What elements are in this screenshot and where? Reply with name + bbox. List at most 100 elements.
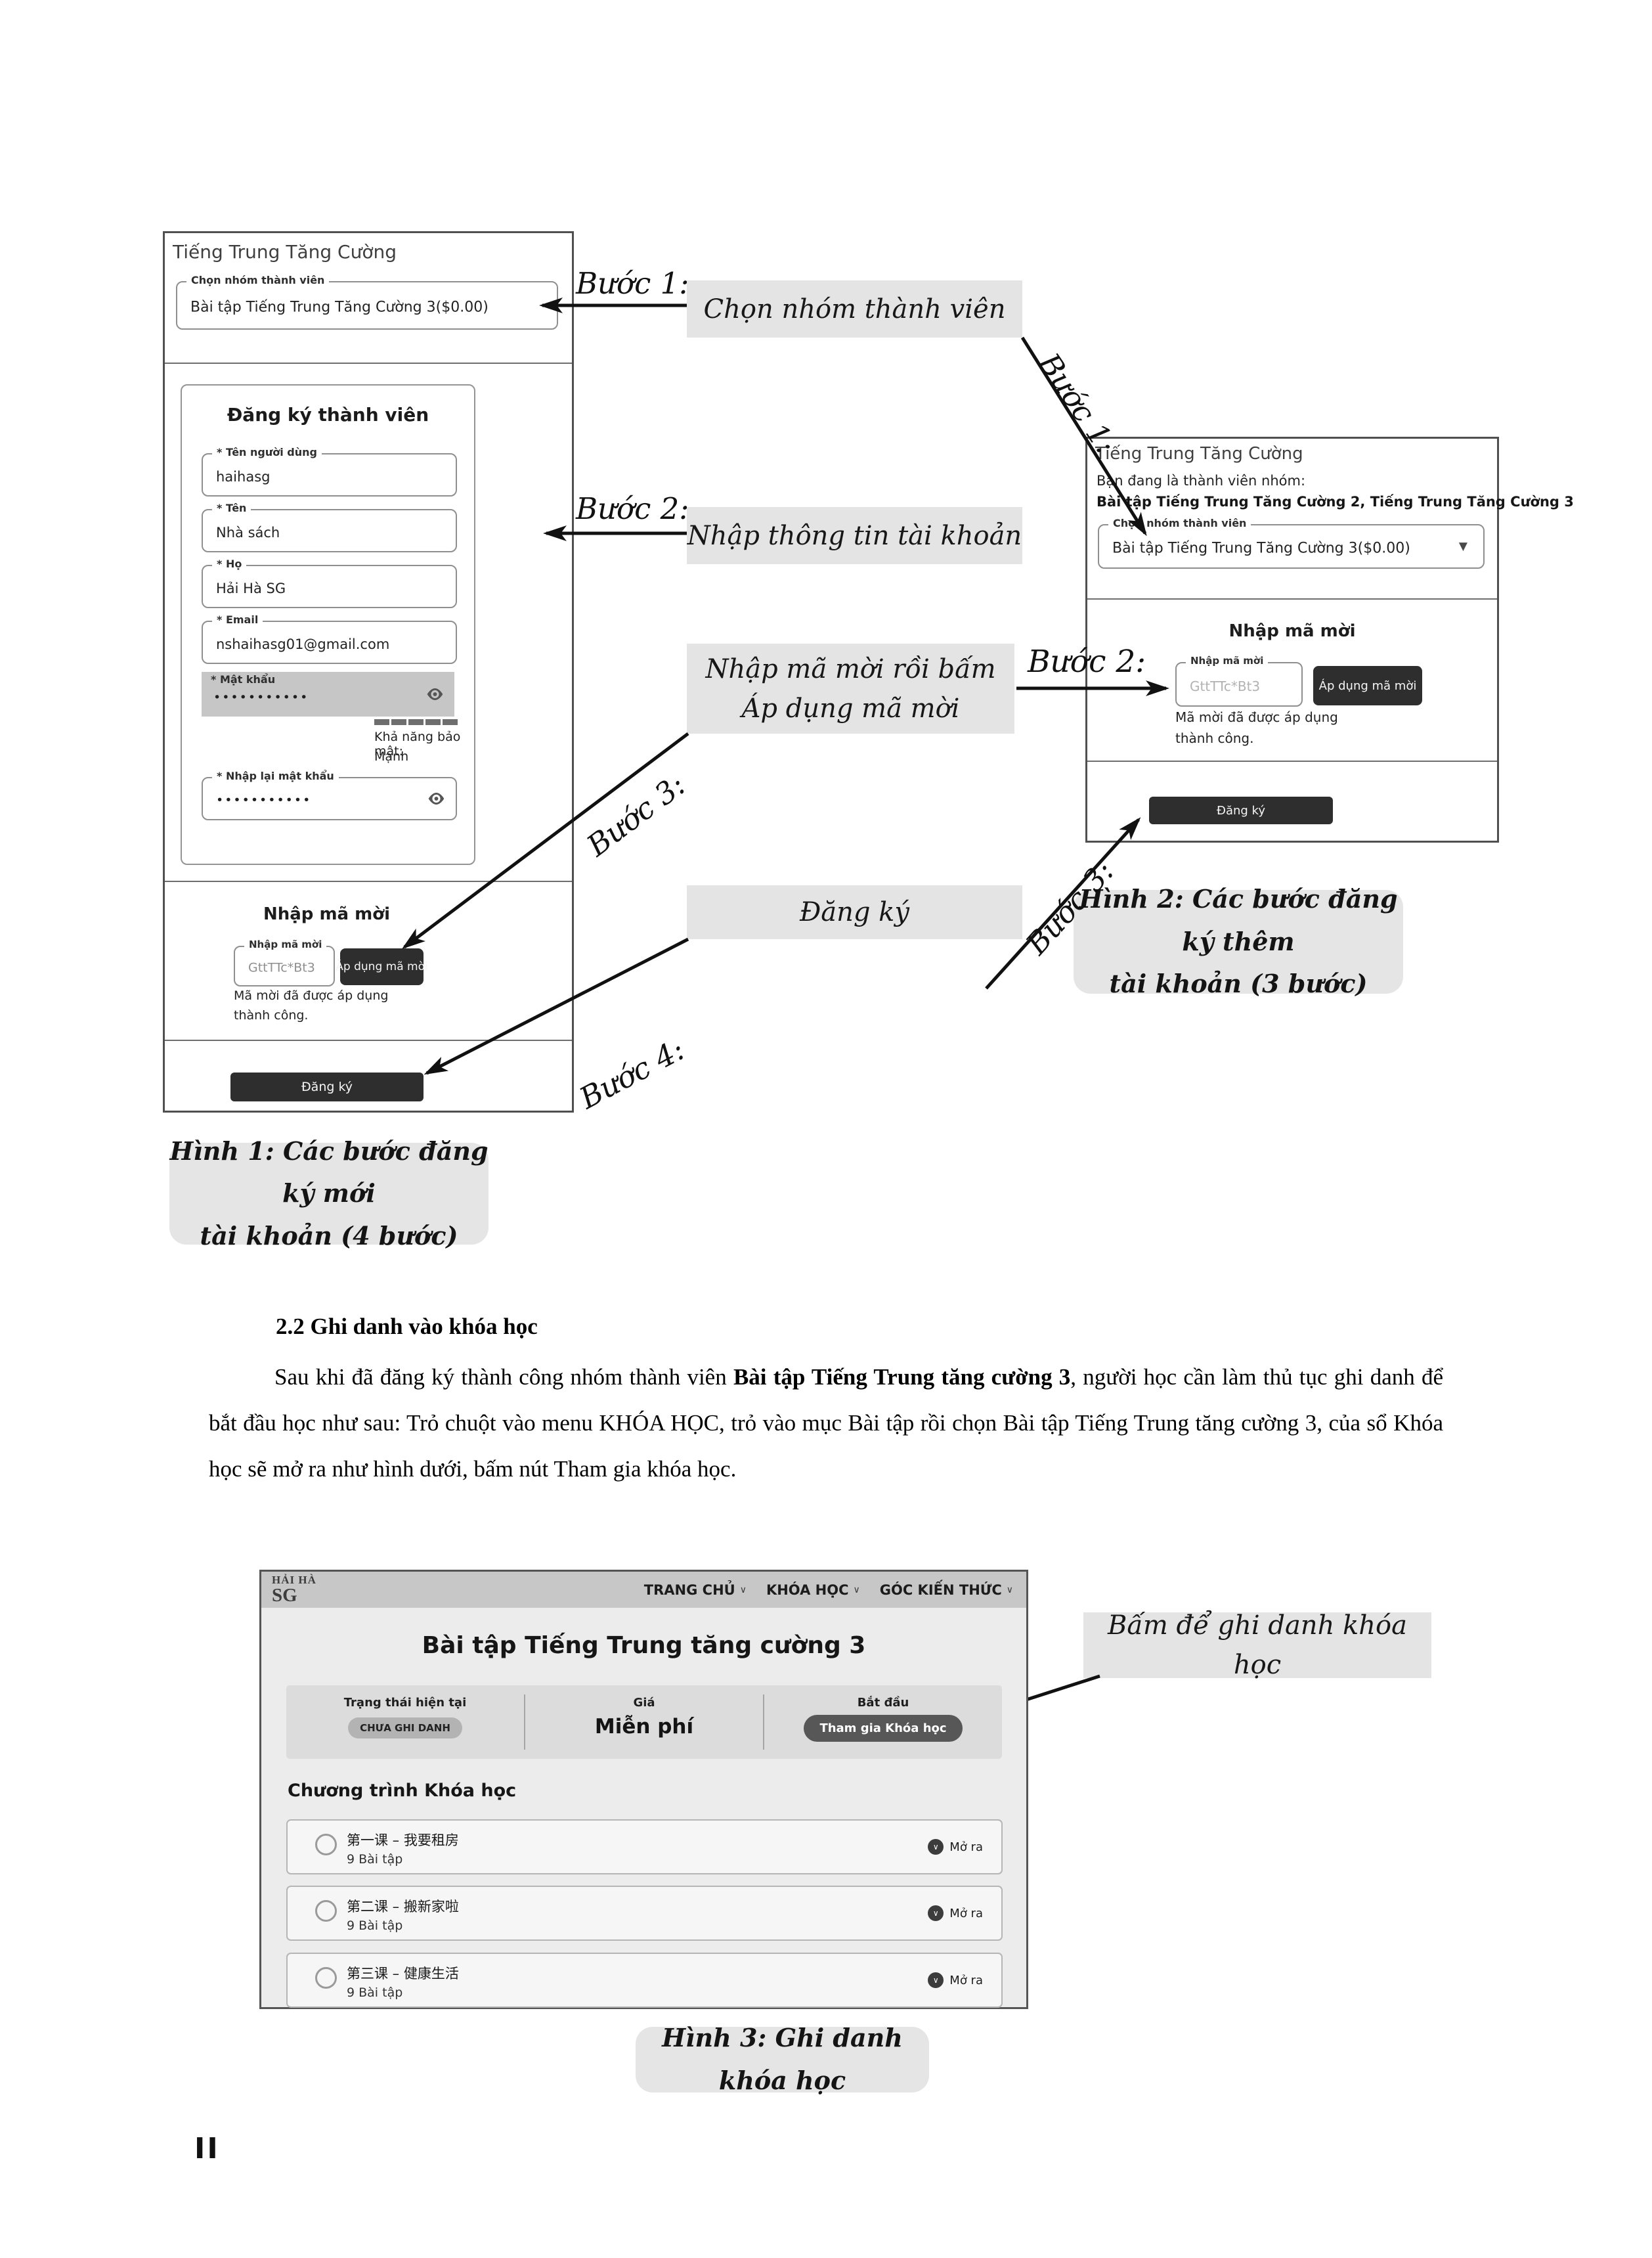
password-strength-bar <box>374 719 458 725</box>
lesson-status-icon <box>315 1834 337 1855</box>
step1-box-text: Chọn nhóm thành viên <box>703 294 1006 324</box>
divider <box>524 1694 525 1750</box>
logo-line2: SG <box>272 1585 297 1606</box>
lesson-row-2[interactable]: 第二课 – 搬新家啦 9 Bài tập ∨ Mở ra <box>286 1886 1003 1941</box>
username-field[interactable]: * Tên người dùng haihasg <box>202 446 457 497</box>
register-button[interactable]: Đăng ký <box>1149 797 1333 824</box>
lesson-expand[interactable]: ∨ Mở ra <box>928 1839 983 1855</box>
main-nav: TRANG CHỦ ∨ KHÓA HỌC ∨ GÓC KIẾN THỨC ∨ <box>644 1572 1013 1608</box>
group-select-value: Bài tập Tiếng Trung Tăng Cường 3($0.00) <box>1112 540 1410 557</box>
invite-code-value: GttTTc*Bt3 <box>248 960 315 975</box>
status-column: Trạng thái hiện tại CHƯA GHI DANH <box>286 1685 524 1759</box>
expand-chevron-icon: ∨ <box>928 1905 944 1921</box>
nav-item-knowledge[interactable]: GÓC KIẾN THỨC ∨ <box>880 1582 1013 1598</box>
lesson-expand[interactable]: ∨ Mở ra <box>928 1972 983 1988</box>
chevron-down-icon: ∨ <box>739 1584 747 1595</box>
email-value: nshaihasg01@gmail.com <box>216 636 390 652</box>
caret-down-icon: ▼ <box>1458 540 1467 553</box>
username-value: haihasg <box>216 468 271 485</box>
figure2-group-select[interactable]: Chọn nhóm thành viên Bài tập Tiếng Trung… <box>1098 517 1485 569</box>
nav-item-home[interactable]: TRANG CHỦ ∨ <box>644 1582 747 1598</box>
start-label: Bắt đầu <box>857 1696 909 1710</box>
confirm-password-field[interactable]: * Nhập lại mật khẩu ••••••••••• <box>202 770 457 820</box>
divider <box>165 1040 572 1041</box>
apply-invite-button[interactable]: Áp dụng mã mời <box>1313 666 1422 705</box>
show-confirm-password-icon[interactable] <box>427 792 445 806</box>
expand-label: Mở ra <box>949 1906 983 1920</box>
nav-label: TRANG CHỦ <box>643 1582 735 1598</box>
confirm-password-value: ••••••••••• <box>216 793 312 808</box>
step4-box-text: Đăng ký <box>799 897 910 927</box>
invite-code-placeholder: GttTTc*Bt3 <box>1190 678 1261 694</box>
figure2-window: Tiếng Trung Tăng Cường Bạn đang là thành… <box>1085 437 1574 843</box>
step1-label: Bước 1: <box>576 266 689 301</box>
step3-label: Bước 3: <box>580 767 692 864</box>
section-paragraph: Sau khi đã đăng ký thành công nhóm thành… <box>209 1354 1443 1492</box>
email-label: * Email <box>212 613 263 626</box>
step4-label: Bước 4: <box>574 1032 691 1116</box>
right-step2-label: Bước 2: <box>1028 644 1146 680</box>
logo-line1: HẢI HÀ <box>272 1574 316 1586</box>
invite-code-label: Nhập mã mời <box>1186 655 1269 667</box>
lesson-subtitle: 9 Bài tập <box>347 1852 403 1867</box>
expand-chevron-icon: ∨ <box>928 1839 944 1855</box>
confirm-password-label: * Nhập lại mật khẩu <box>212 770 339 782</box>
site-logo[interactable]: HẢI HÀ SG <box>272 1574 316 1605</box>
firstname-label: * Tên <box>212 502 251 514</box>
lesson-expand[interactable]: ∨ Mở ra <box>928 1905 983 1921</box>
figure1-caption-line1: Hình 1: Các bước đăng ký mới <box>169 1136 489 1208</box>
figure1-register-panel: Đăng ký thành viên * Tên người dùng haih… <box>181 384 475 865</box>
lesson-title: 第二课 – 搬新家啦 <box>347 1899 459 1915</box>
password-field[interactable]: * Mật khẩu ••••••••••• <box>202 672 454 717</box>
page-number: II <box>194 2132 220 2165</box>
firstname-value: Nhà sách <box>216 524 280 541</box>
chevron-down-icon: ∨ <box>853 1584 860 1595</box>
lastname-field[interactable]: * Họ Hải Hà SG <box>202 558 457 608</box>
password-strength-value: Mạnh <box>374 749 409 764</box>
apply-invite-button[interactable]: Áp dụng mã mời <box>336 948 428 985</box>
figure2-caption-line2: tài khoản (3 bước) <box>1109 969 1368 999</box>
figure1-window: Tiếng Trung Tăng Cường Chọn nhóm thành v… <box>163 231 574 1113</box>
paragraph-text: Sau khi đã đăng ký thành công nhóm thành… <box>274 1364 733 1390</box>
nav-label: KHÓA HỌC <box>766 1582 849 1598</box>
firstname-field[interactable]: * Tên Nhà sách <box>202 502 457 552</box>
invite-success-line1: Mã mời đã được áp dụng <box>234 988 389 1003</box>
show-password-icon[interactable] <box>426 688 444 701</box>
lesson-row-1[interactable]: 第一课 – 我要租房 9 Bài tập ∨ Mở ra <box>286 1819 1003 1874</box>
nav-item-courses[interactable]: KHÓA HỌC ∨ <box>766 1582 860 1598</box>
status-badge: CHƯA GHI DANH <box>348 1717 462 1738</box>
member-line1: Bạn đang là thành viên nhóm: <box>1097 473 1306 489</box>
invite-success-line2: thành công. <box>234 1008 309 1023</box>
invite-code-input[interactable]: Nhập mã mời GttTTc*Bt3 <box>1175 655 1303 707</box>
paragraph-text: , người học cần làm thủ tục ghi danh để … <box>209 1364 1443 1482</box>
divider <box>165 363 572 364</box>
lesson-status-icon <box>315 1900 337 1922</box>
register-button[interactable]: Đăng ký <box>230 1073 424 1101</box>
invite-code-input[interactable]: Nhập mã mời GttTTc*Bt3 <box>234 939 335 986</box>
status-label: Trạng thái hiện tại <box>343 1696 467 1710</box>
group-select-label: Chọn nhóm thành viên <box>186 274 330 286</box>
price-label: Giá <box>633 1696 655 1710</box>
join-course-button[interactable]: Tham gia Khóa học <box>804 1715 963 1742</box>
divider <box>1087 761 1497 762</box>
step2-label: Bước 2: <box>576 491 689 526</box>
email-field[interactable]: * Email nshaihasg01@gmail.com <box>202 613 457 664</box>
lesson-row-3[interactable]: 第三课 – 健康生活 9 Bài tập ∨ Mở ra <box>286 1953 1003 2008</box>
step4-box: Đăng ký <box>687 885 1022 939</box>
expand-chevron-icon: ∨ <box>928 1972 944 1988</box>
chevron-down-icon: ∨ <box>1006 1584 1013 1595</box>
figure1-window-title: Tiếng Trung Tăng Cường <box>173 241 397 263</box>
figure2-caption: Hình 2: Các bước đăng ký thêm tài khoản … <box>1074 884 1403 998</box>
figure1-group-select[interactable]: Chọn nhóm thành viên Bài tập Tiếng Trung… <box>176 274 558 330</box>
invite-success-line1: Mã mời đã được áp dụng <box>1175 709 1338 725</box>
price-column: Giá Miễn phí <box>525 1685 763 1759</box>
figure2-window-title: Tiếng Trung Tăng Cường <box>1095 444 1303 464</box>
step1-box: Chọn nhóm thành viên <box>687 280 1022 338</box>
step2-box: Nhập thông tin tài khoản <box>687 507 1022 564</box>
enroll-hint-text: Bấm để ghi danh khóa học <box>1108 1610 1407 1680</box>
divider <box>1087 598 1497 600</box>
lesson-subtitle: 9 Bài tập <box>347 1985 403 2000</box>
lesson-status-icon <box>315 1967 337 1989</box>
username-label: * Tên người dùng <box>212 446 322 458</box>
